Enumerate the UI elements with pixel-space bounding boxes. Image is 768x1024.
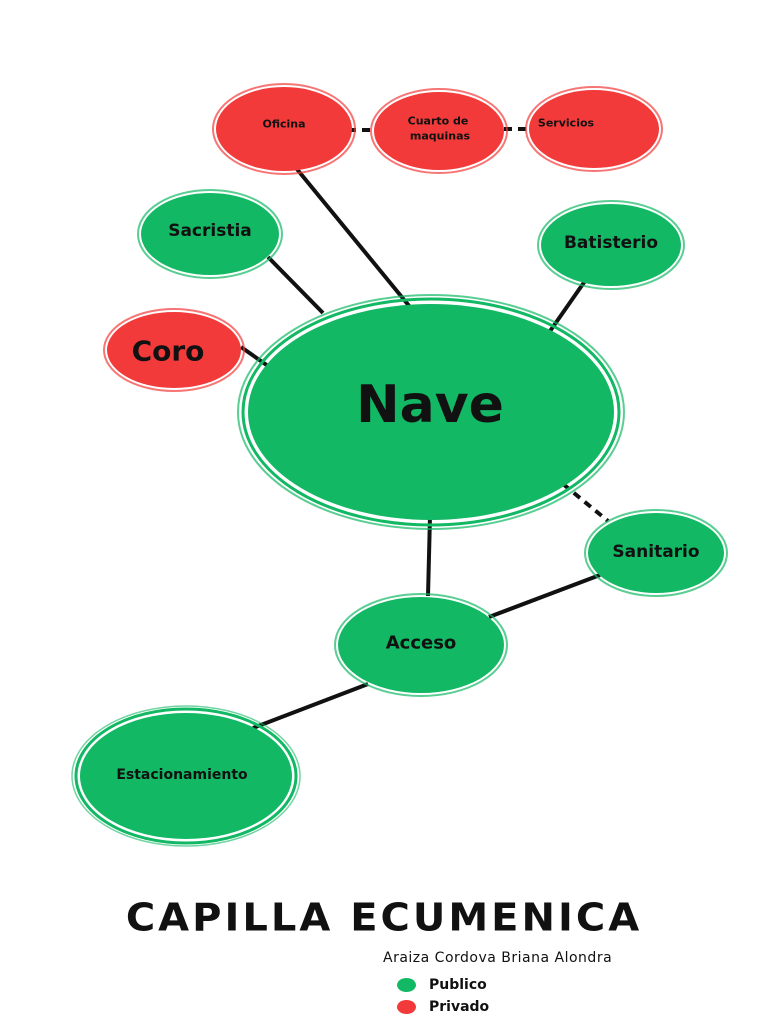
node-nave: Nave xyxy=(237,294,625,530)
legend: Publico Privado xyxy=(397,974,489,1018)
connector-sacristia-nave xyxy=(266,255,325,315)
connector-nave-sanitario xyxy=(561,482,610,523)
author-name: Araiza Cordova Briana Alondra xyxy=(383,950,613,966)
node-acceso: Acceso xyxy=(334,593,508,697)
node-sanitario-label: Sanitario xyxy=(612,542,699,562)
node-sacristia: Sacristia xyxy=(137,189,283,279)
connector-oficina-nave xyxy=(294,166,412,309)
connector-acceso-estacionamiento xyxy=(252,682,369,730)
node-batisterio: Batisterio xyxy=(537,200,685,290)
node-oficina: Oficina xyxy=(212,83,356,175)
node-acceso-label: Acceso xyxy=(386,633,457,654)
node-cuarto-de-maquinas: Cuarto de maquinas xyxy=(370,88,508,174)
node-sanitario: Sanitario xyxy=(584,509,728,597)
node-coro-label: Coro xyxy=(132,335,205,368)
diagram-title: CAPILLA ECUMENICA xyxy=(125,896,643,940)
node-coro: Coro xyxy=(103,308,245,392)
node-estacionamiento: Estacionamiento xyxy=(71,705,301,847)
node-sacristia-label: Sacristia xyxy=(168,221,252,241)
node-nave-label: Nave xyxy=(356,375,504,435)
connector-sanitario-acceso xyxy=(488,573,601,619)
node-servicios: Servicios xyxy=(525,86,663,172)
connectors xyxy=(239,127,610,730)
legend-label-publico: Publico xyxy=(429,977,487,993)
legend-swatch-publico xyxy=(397,978,416,992)
legend-label-privado: Privado xyxy=(429,999,490,1015)
legend-swatch-privado xyxy=(397,1000,416,1014)
legend-item-privado: Privado xyxy=(397,996,489,1018)
legend-item-publico: Publico xyxy=(397,974,489,996)
node-estacionamiento-label: Estacionamiento xyxy=(116,767,248,783)
node-cuarto-label-line1: Cuarto de xyxy=(408,115,469,128)
node-servicios-label: Servicios xyxy=(538,117,595,130)
node-cuarto-label-line2: maquinas xyxy=(410,130,471,143)
node-batisterio-label: Batisterio xyxy=(564,233,658,253)
node-oficina-label: Oficina xyxy=(262,118,305,131)
